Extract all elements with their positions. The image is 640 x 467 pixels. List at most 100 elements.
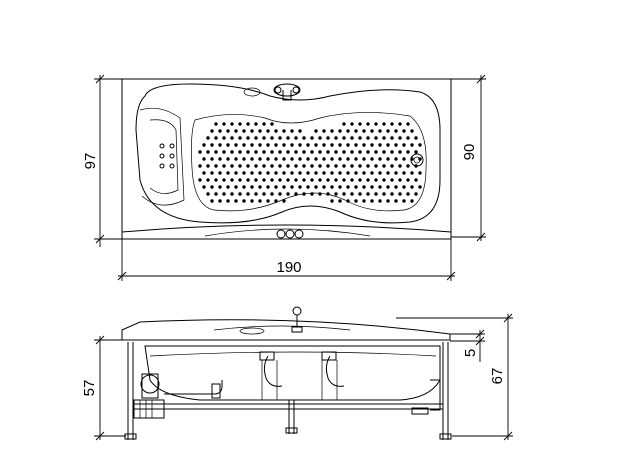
air-jet-dot [346,143,350,147]
top-view-outline [121,78,452,240]
air-jet-dot [286,164,290,168]
air-jet-dot [306,185,310,189]
air-jet-dot [318,150,322,154]
air-jet-dot [414,178,418,182]
air-jet-dot [226,171,230,175]
air-jet-dot [394,157,398,161]
air-jet-dot [310,150,314,154]
air-jet-dot [338,171,342,175]
foot-right [439,433,452,440]
air-jet-dot [350,150,354,154]
air-jet-dot [390,164,394,168]
air-jet-dot [414,150,418,154]
air-jet-dot [374,136,378,140]
air-jet-dot [418,143,422,147]
air-jet-dot [374,122,378,126]
air-jet-dot [214,150,218,154]
top-view-apron-inner [204,228,371,237]
air-jet-dot [370,129,374,133]
air-jet-dot [322,171,326,175]
air-jet-dot [210,129,214,133]
air-jet-dot [250,171,254,175]
side-view-rim-detail [213,325,351,331]
air-jet-dot [218,143,222,147]
air-jet-dot [282,185,286,189]
air-jet-dot [302,150,306,154]
air-jet-dot [390,150,394,154]
air-jet-dot [246,178,250,182]
air-jet-dot [210,171,214,175]
air-jet-dot [406,150,410,154]
air-jet-dot [266,143,270,147]
air-jet-dot [402,185,406,189]
air-jet-dot [246,122,250,126]
air-jet-dot [382,178,386,182]
air-jet-dot [274,129,278,133]
air-jet-dot [406,164,410,168]
air-jet-dot [378,199,382,203]
air-jet-dot [406,136,410,140]
air-jet-dot [250,157,254,161]
air-jet-dot [338,199,342,203]
air-jet-dot [394,129,398,133]
air-jet-dot [398,178,402,182]
air-jet-dot [226,143,230,147]
air-jet-dot [326,192,330,196]
air-jet-dot [410,199,414,203]
air-jet-dot [214,192,218,196]
air-jet-dot [410,129,414,133]
air-jet-dot [254,164,258,168]
top-view-headrest [139,107,185,206]
air-jet-dot [346,185,350,189]
top-view-basin [135,83,441,224]
air-jet-dot [298,157,302,161]
air-jet-dot [350,192,354,196]
air-jet-dot [298,129,302,133]
air-jet-dot [226,129,230,133]
air-jet-dot [302,136,306,140]
top-view-floor [191,112,427,212]
air-jet-dot [334,178,338,182]
air-jet-dot [310,178,314,182]
faucet-icon [243,83,301,101]
air-jet-dot [294,164,298,168]
air-jet-dot [238,164,242,168]
air-jet-dot [242,129,246,133]
air-jet-dot [370,199,374,203]
air-jet-dot [358,122,362,126]
side-view [121,306,452,440]
air-jet-dot [306,157,310,161]
air-jet-dot [250,199,254,203]
air-jet-dot [366,164,370,168]
air-jet-dot [410,185,414,189]
air-jet-dot [354,185,358,189]
air-jet-dot [290,185,294,189]
air-jet-dot [206,192,210,196]
air-jet-dot [218,185,222,189]
air-jet-dot [298,143,302,147]
air-jet-dot [354,157,358,161]
air-jet-dot [338,143,342,147]
air-jet-dot [214,178,218,182]
air-jet-dot [342,122,346,126]
air-jet-dot [238,122,242,126]
air-jet-dot [222,192,226,196]
air-jet-dot [346,171,350,175]
drain-fitting-icon [430,379,441,411]
air-jet-dot [410,171,414,175]
air-jet-dot [222,122,226,126]
air-jet-dot [230,192,234,196]
air-jet-dot [382,122,386,126]
dimension-67-label: 67 [489,368,506,385]
air-jet-dot [258,129,262,133]
air-jet-dot [314,185,318,189]
air-jet-dot [402,157,406,161]
air-jet-dot [386,185,390,189]
air-jet-dot [310,136,314,140]
air-jet-dot [394,171,398,175]
air-jet-dot [218,157,222,161]
air-jet-dot [414,192,418,196]
air-jet-dot [382,164,386,168]
air-jet-dot [210,199,214,203]
